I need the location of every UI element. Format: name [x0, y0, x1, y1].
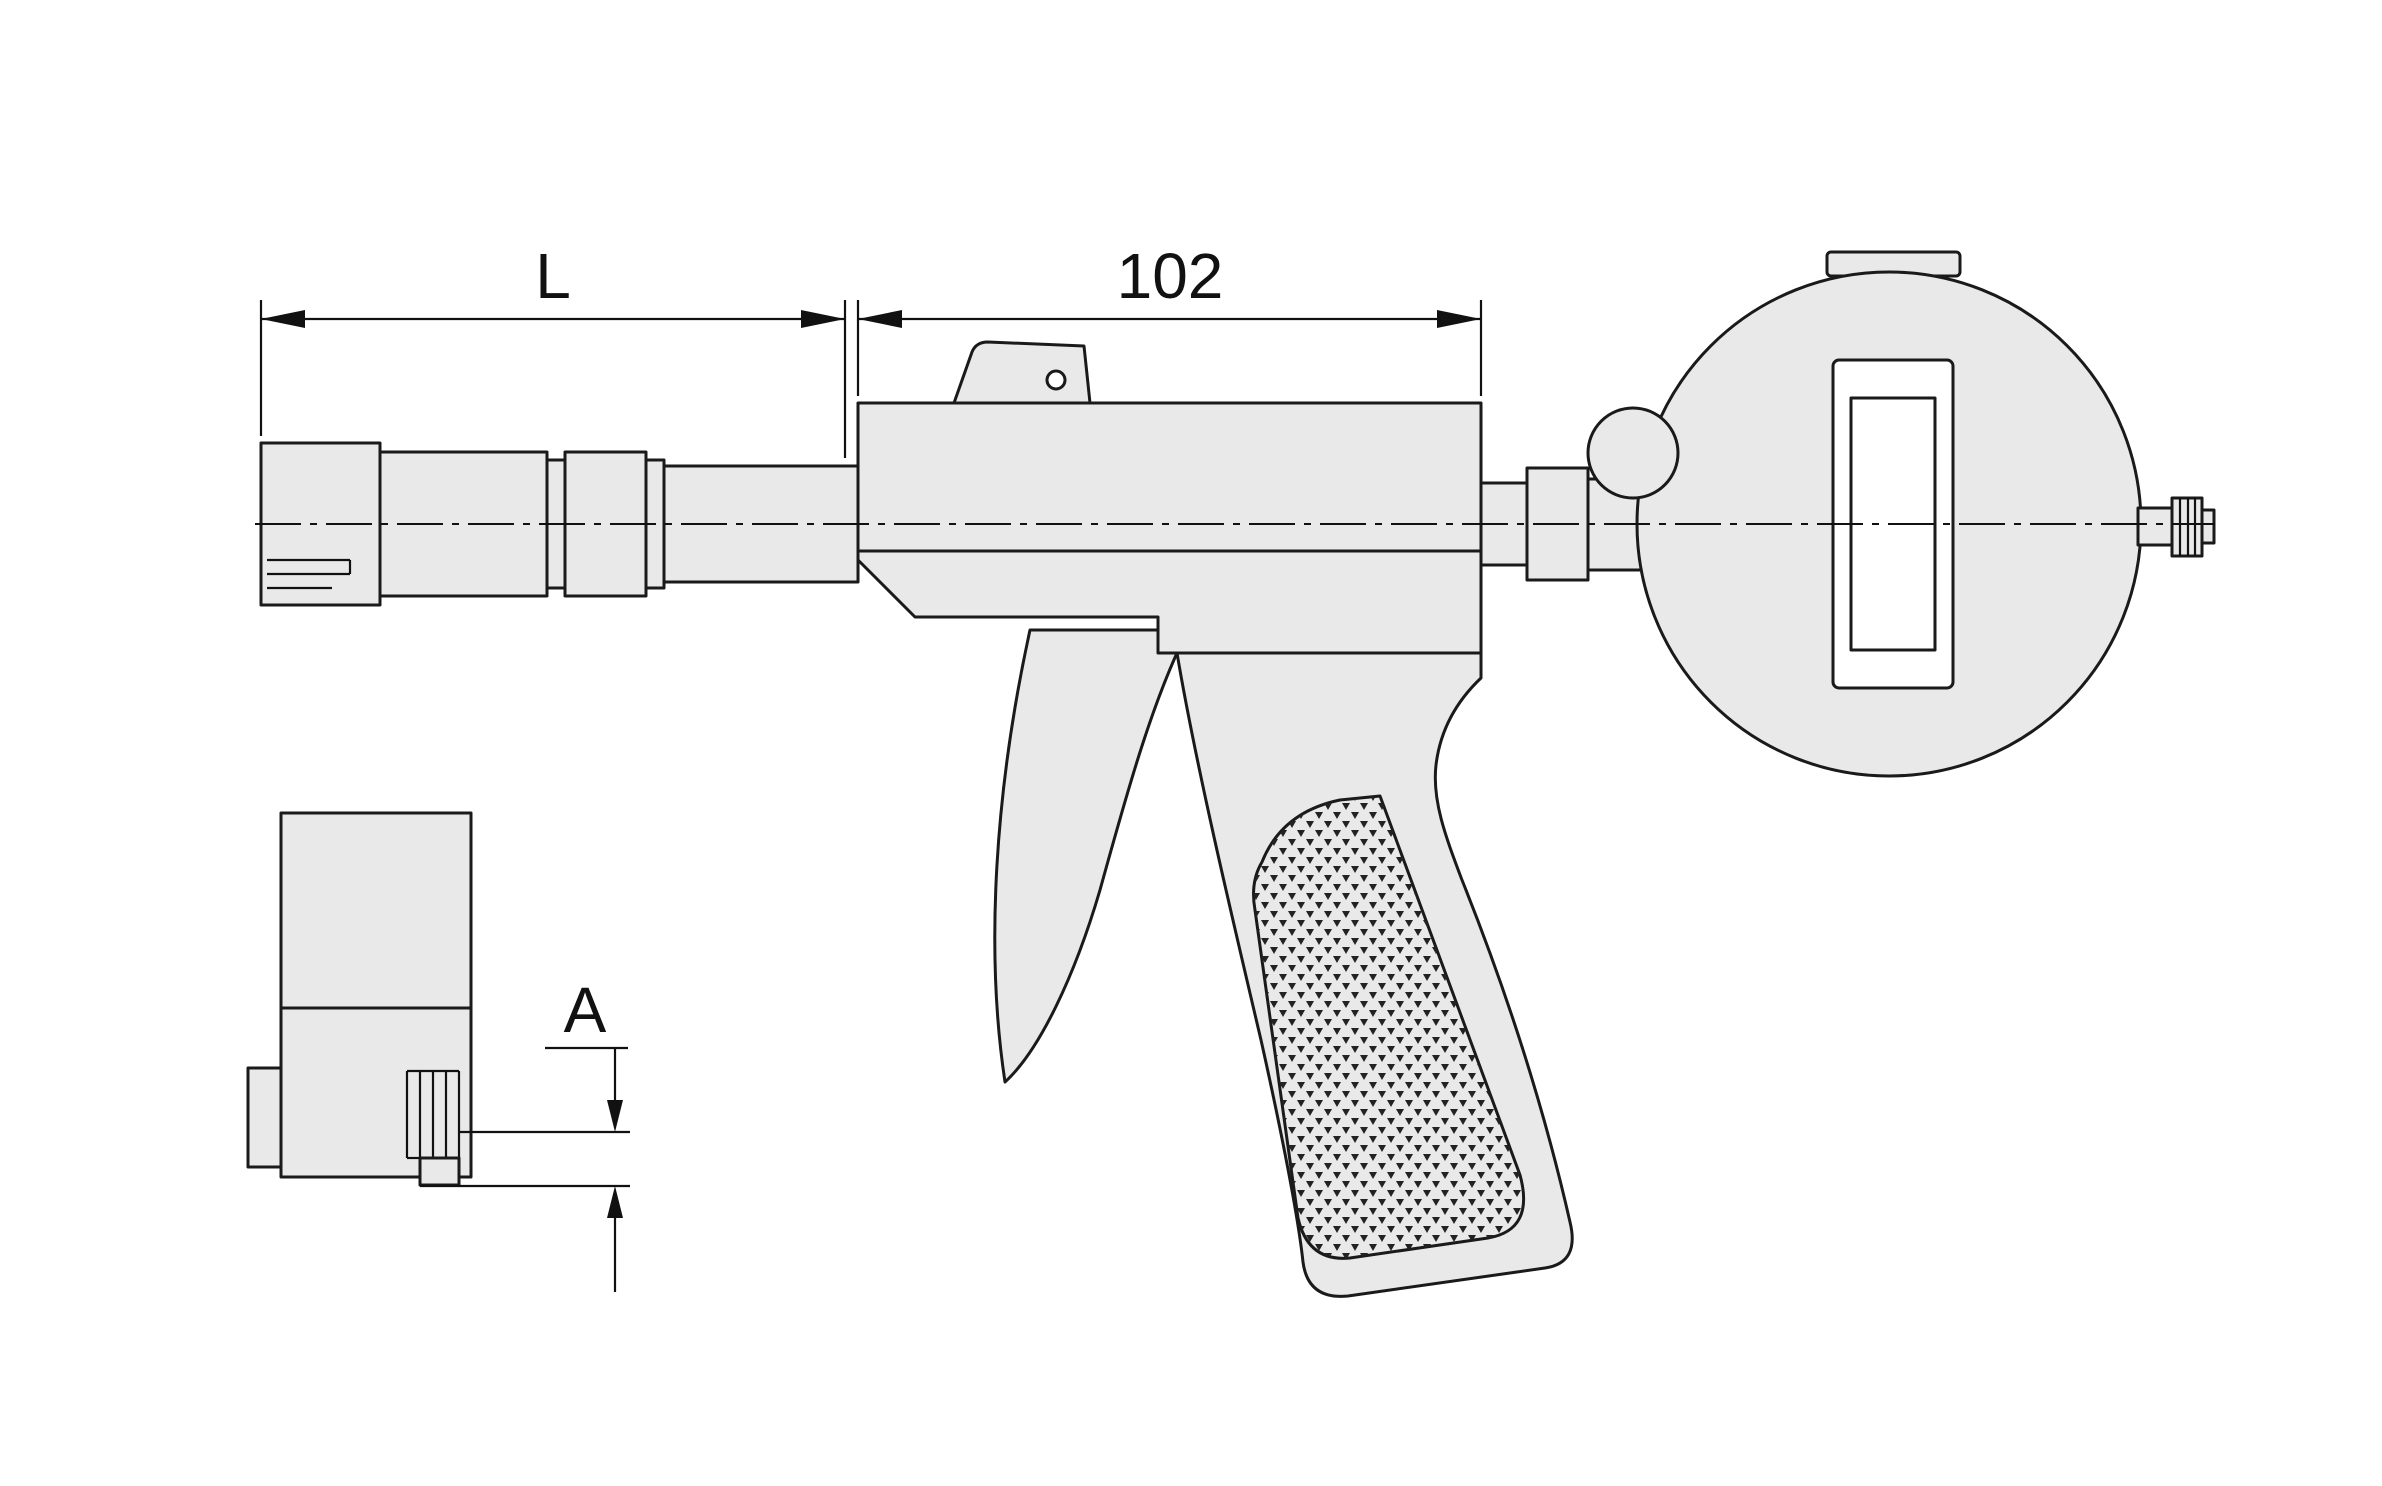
- dim-l-label: L: [535, 240, 571, 312]
- preset-ball-knob: [1586, 406, 1680, 500]
- dial-indicator: [1635, 250, 2143, 778]
- clip-hole: [1045, 369, 1067, 391]
- dim-l-arrow-right: [801, 310, 845, 328]
- dim-a-label: A: [564, 974, 607, 1046]
- dim-a-arrow-up: [607, 1186, 623, 1218]
- mounting-clip: [952, 340, 1092, 405]
- dimension-102: 102: [856, 240, 1483, 396]
- dim-102-label: 102: [1117, 240, 1224, 312]
- detail-upper-block: [279, 811, 473, 1010]
- connector-tip: [2200, 508, 2216, 545]
- detail-lower-block: [279, 1006, 473, 1179]
- gauge-body: [856, 401, 1483, 655]
- connector-stem: [2136, 506, 2174, 547]
- trigger: [993, 628, 1190, 1084]
- detail-contact-slots: [405, 1069, 461, 1160]
- dim-l-arrow-left: [261, 310, 305, 328]
- main-view: [255, 250, 2216, 1298]
- detail-view: [246, 811, 473, 1187]
- detail-contact-foot: [418, 1156, 461, 1187]
- detail-side-tab: [246, 1066, 283, 1169]
- grip-texture-pattern: [1253, 796, 1524, 1259]
- probe-assembly: [259, 441, 860, 607]
- dim-102-arrow-right: [1437, 310, 1481, 328]
- dim-102-arrow-left: [858, 310, 902, 328]
- dimension-l: L: [259, 240, 847, 458]
- dim-a-arrow-down: [607, 1100, 623, 1132]
- air-connector: [2136, 496, 2216, 558]
- probe-head-contact-slots: [267, 558, 352, 590]
- dimension-a: A: [420, 974, 630, 1292]
